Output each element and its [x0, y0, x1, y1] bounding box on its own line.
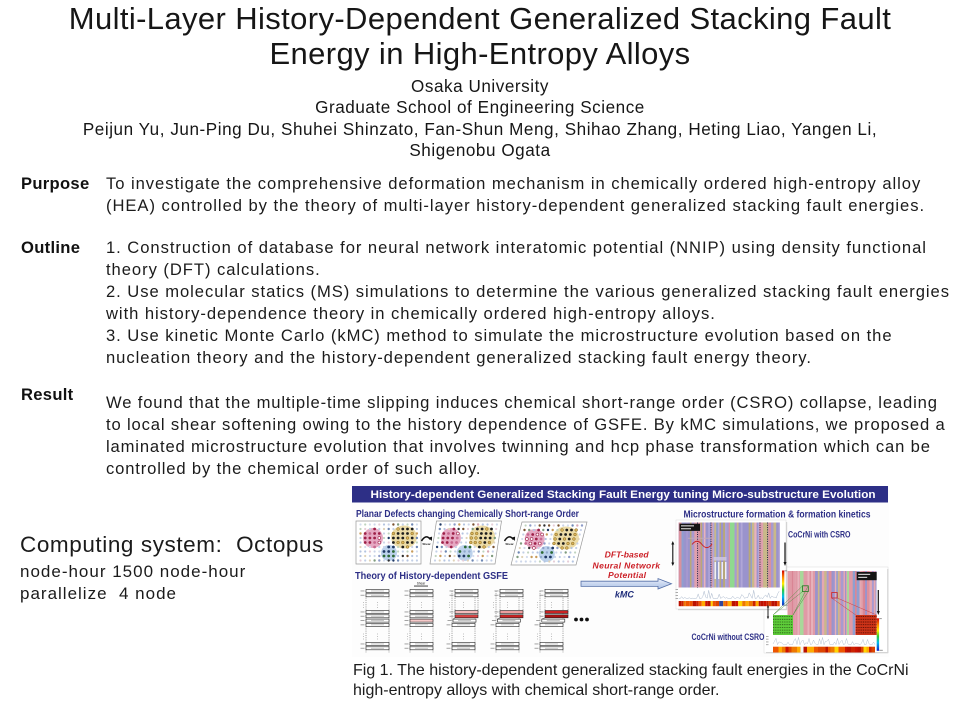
svg-text:Neural Network: Neural Network — [593, 561, 662, 571]
svg-text:Theory of History-dependent GS: Theory of History-dependent GSFE — [355, 570, 508, 582]
svg-text:CoCrNi without CSRO: CoCrNi without CSRO — [692, 632, 765, 642]
svg-text:kMC: kMC — [615, 590, 635, 600]
svg-text:Shear: Shear — [505, 542, 514, 546]
svg-text:Potential: Potential — [608, 570, 647, 580]
svg-text:Shear: Shear — [417, 582, 426, 586]
svg-text:DFT-based: DFT-based — [605, 550, 650, 560]
svg-text:Microstructure formation & for: Microstructure formation & formation kin… — [684, 510, 871, 521]
svg-text:Planar Defects changing Chemic: Planar Defects changing Chemically Short… — [356, 508, 579, 520]
svg-text:Shear: Shear — [422, 542, 431, 546]
svg-text:CoCrNi with CSRO: CoCrNi with CSRO — [788, 530, 851, 540]
svg-text:History-dependent Generalized: History-dependent Generalized Stacking F… — [371, 489, 876, 501]
